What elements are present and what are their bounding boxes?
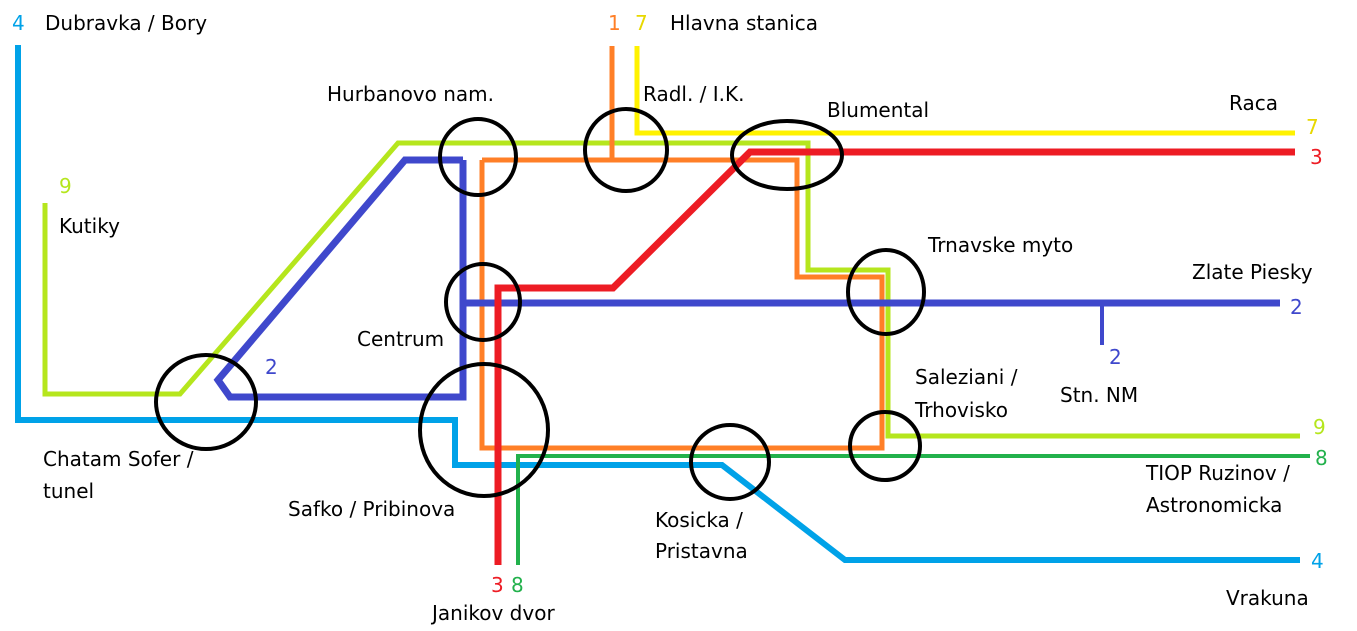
line-label: 7: [635, 11, 648, 35]
line-label: 8: [511, 573, 524, 597]
station-label: Dubravka / Bory: [45, 11, 207, 35]
line-9: [42, 140, 1300, 439]
line-label: 2: [265, 355, 278, 379]
line-label: 7: [1306, 115, 1319, 139]
line-2-loop: [213, 156, 467, 401]
line-label: 8: [1315, 446, 1328, 470]
station-label: Vrakuna: [1226, 586, 1309, 610]
station-label: Saleziani /: [915, 365, 1018, 389]
station-label: Safko / Pribinova: [288, 497, 455, 521]
station-label: Chatam Sofer /: [43, 447, 194, 471]
station-label: Raca: [1229, 91, 1278, 115]
station-safko[interactable]: [418, 362, 550, 498]
line-7: [634, 46, 1295, 136]
station-label: Kosicka /: [655, 508, 743, 532]
station-label: Centrum: [357, 327, 444, 351]
station-label: tunel: [43, 479, 94, 503]
line-label: 1: [608, 11, 621, 35]
line-1-loop: [479, 157, 885, 451]
station-label: Hurbanovo nam.: [327, 82, 494, 106]
line-label: 2: [1109, 345, 1122, 369]
station-label: Radl. / I.K.: [643, 82, 745, 106]
station-radl[interactable]: [583, 107, 669, 193]
line-label: 3: [1310, 145, 1323, 169]
station-label: Stn. NM: [1060, 383, 1138, 407]
station-hurbanovo[interactable]: [438, 117, 518, 197]
station-trnavske[interactable]: [846, 248, 926, 336]
station-label: Trnavske myto: [927, 233, 1073, 257]
line-4: [15, 45, 1300, 563]
station-kosicka[interactable]: [689, 423, 771, 501]
station-label: TIOP Ruzinov /: [1145, 461, 1290, 485]
station-label: Kutiky: [59, 214, 120, 238]
station-label: Zlate Piesky: [1192, 260, 1313, 284]
line-label: 4: [1311, 549, 1324, 573]
line-8: [516, 454, 1310, 565]
station-label: Blumental: [827, 98, 929, 122]
station-label: Hlavna stanica: [670, 11, 818, 35]
station-saleziani[interactable]: [848, 410, 922, 482]
line-label: 4: [12, 11, 25, 35]
line-label: 9: [1313, 415, 1326, 439]
station-label: Pristavna: [655, 539, 748, 563]
station-label: Trhovisko: [914, 398, 1008, 422]
line-3: [494, 148, 1295, 565]
station-label: Astronomicka: [1146, 493, 1282, 517]
station-chatam[interactable]: [154, 353, 258, 451]
station-centrum[interactable]: [444, 262, 522, 342]
station-blumental[interactable]: [730, 119, 844, 191]
line-label: 2: [1290, 295, 1303, 319]
line-label: 3: [491, 573, 504, 597]
line-label: 9: [59, 174, 72, 198]
station-label: Janikov dvor: [430, 601, 555, 625]
